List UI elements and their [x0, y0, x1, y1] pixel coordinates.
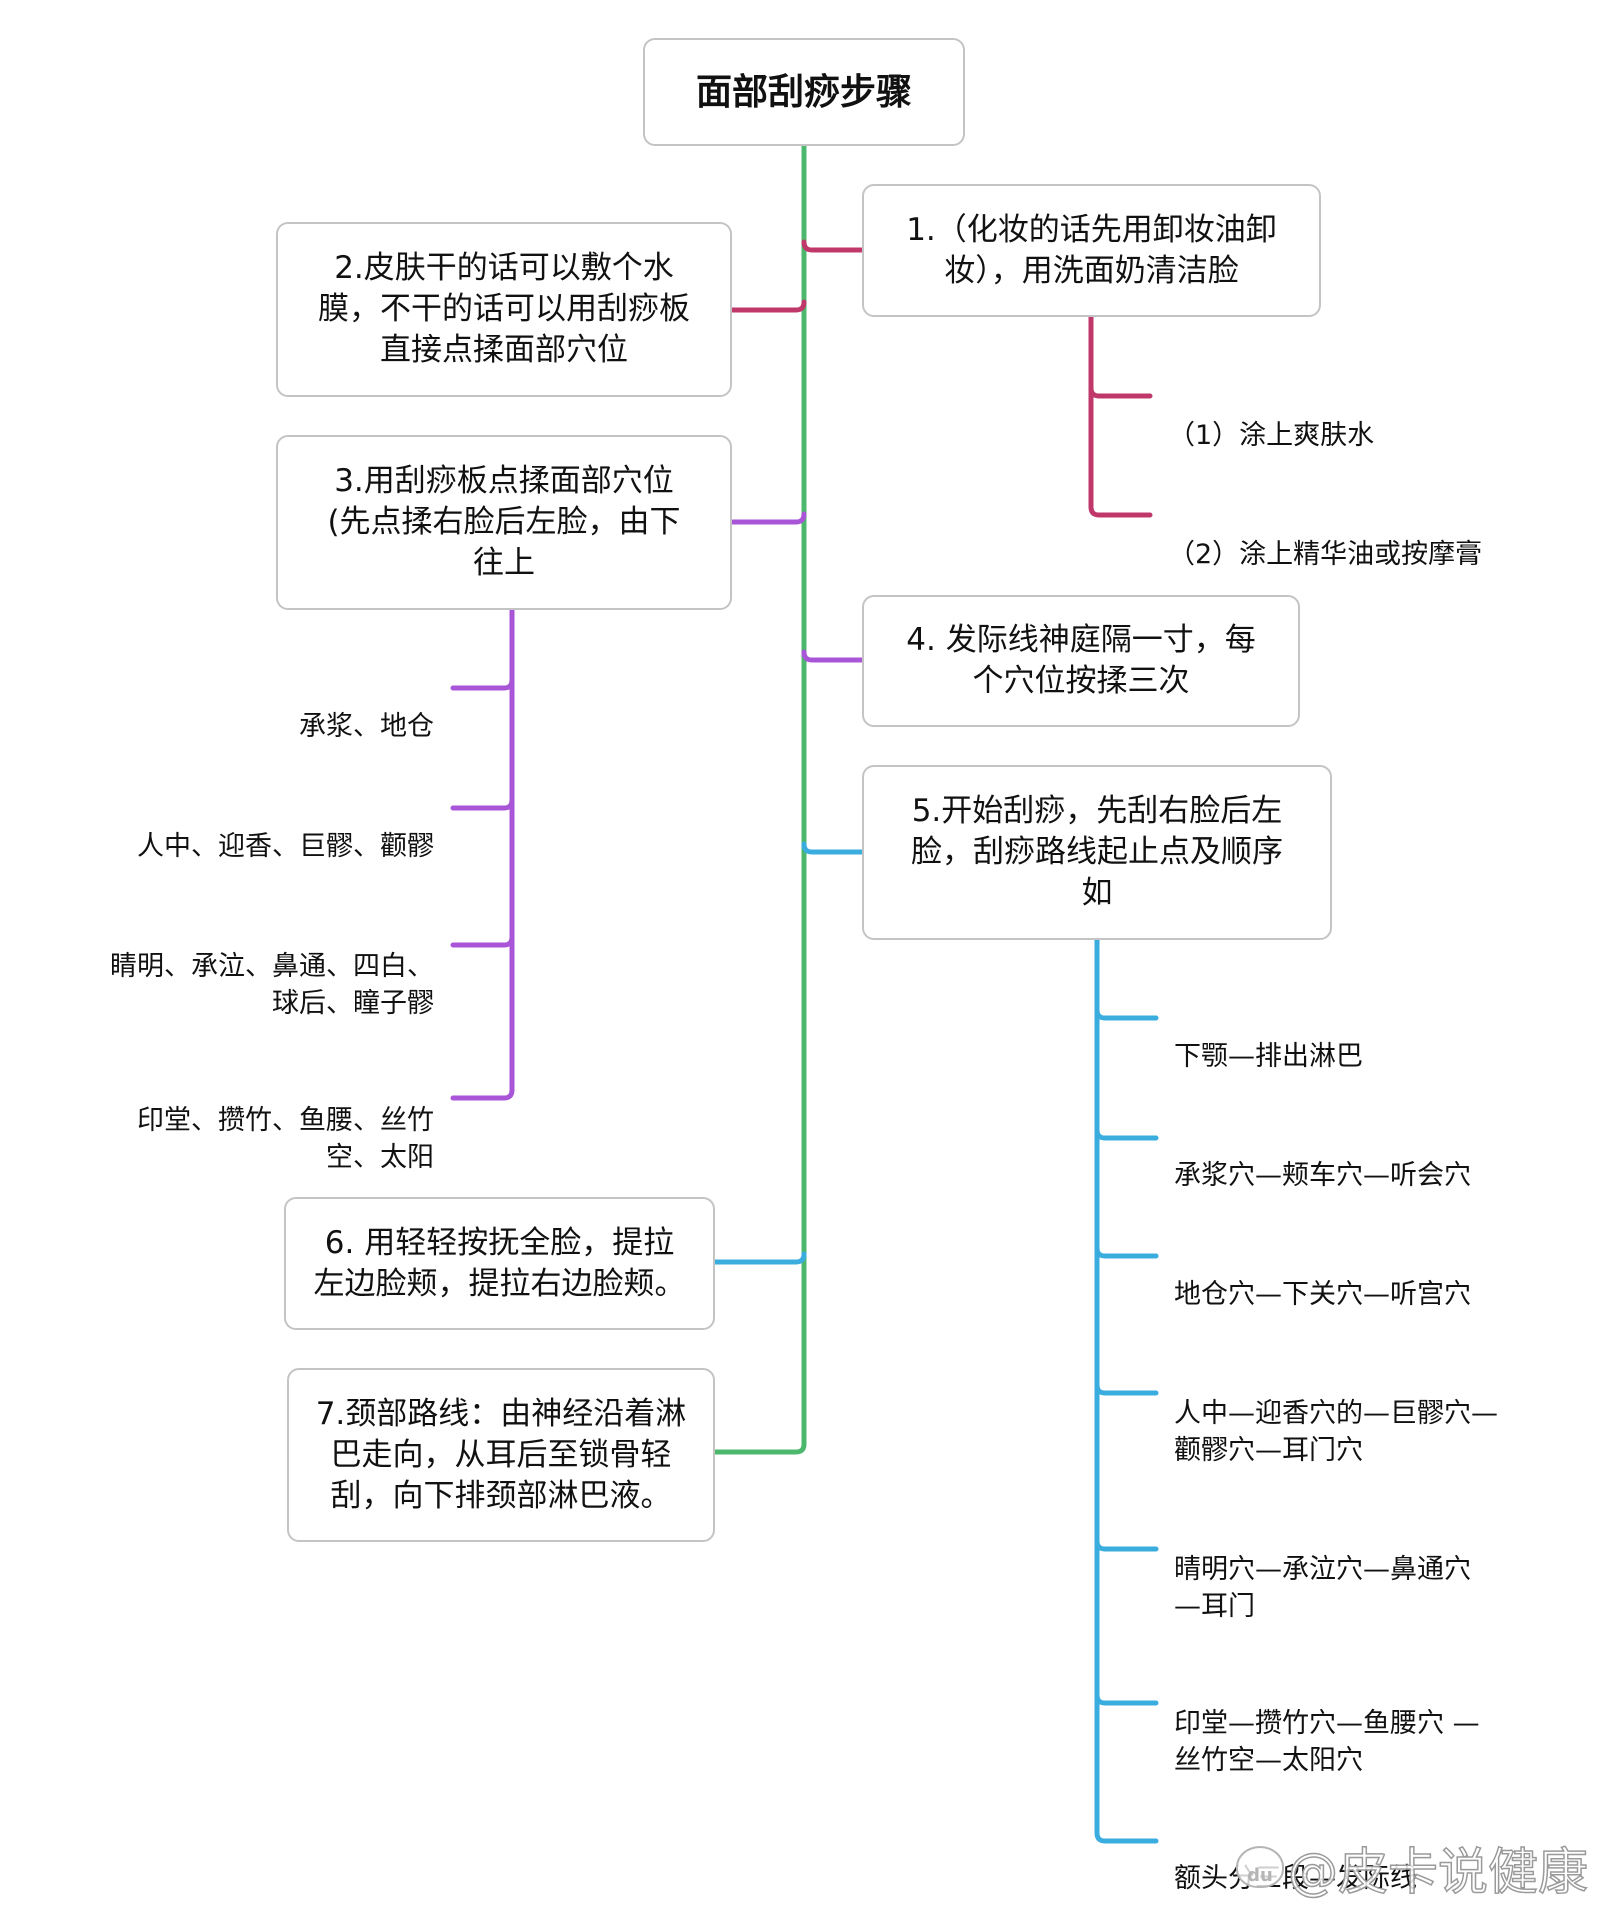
step-1-subitem[interactable]: （2）涂上精华油或按摩膏	[1168, 499, 1482, 573]
step-3-label: 3.用刮痧板点揉面部穴位 (先点揉右脸后左脸，由下 往上	[327, 463, 681, 581]
step-1-child-connector	[1088, 314, 1153, 518]
step-5-subitem-label: 额头分三段—发际线	[1174, 1863, 1417, 1894]
branch-step-1	[801, 239, 865, 253]
step-1-child-connector	[1088, 385, 1153, 399]
step-5-child-connector	[1094, 1382, 1159, 1396]
step-3-child-connector	[450, 797, 515, 811]
baidu-paw-logo-icon: du	[1236, 1846, 1284, 1888]
step-5-subitem-label: 地仓穴—下关穴—听宫穴	[1174, 1279, 1471, 1310]
watermark-logo-text: du	[1247, 1865, 1273, 1886]
step-7-label: 7.颈部路线：由神经沿着淋 巴走向，从耳后至锁骨轻 刮，向下排颈部淋巴液。	[315, 1395, 687, 1514]
branch-step-4	[801, 649, 865, 663]
step-5-subitem-label: 下颚—排出淋巴	[1174, 1041, 1363, 1072]
step-3-node[interactable]: 3.用刮痧板点揉面部穴位 (先点揉右脸后左脸，由下 往上	[276, 435, 732, 610]
step-5-child-connector	[1094, 1692, 1159, 1706]
step-5-subitem[interactable]: 承浆穴—颊车穴—听会穴	[1174, 1120, 1471, 1194]
step-5-child-connector	[1094, 1538, 1159, 1552]
branch-step-2	[729, 299, 807, 313]
step-5-subitem[interactable]: 地仓穴—下关穴—听宫穴	[1174, 1239, 1471, 1313]
step-5-child-connector	[1094, 1245, 1159, 1259]
step-5-subitem[interactable]: 下颚—排出淋巴	[1174, 1001, 1363, 1075]
step-3-subitem[interactable]: 承浆、地仓	[299, 671, 434, 745]
step-1-subitem-label: （1）涂上爽肤水	[1168, 420, 1375, 451]
step-3-subitem[interactable]: 睛明、承泣、鼻通、四白、 球后、瞳子髎	[110, 911, 434, 1022]
step-2-node[interactable]: 2.皮肤干的话可以敷个水 膜，不干的话可以用刮痧板 直接点揉面部穴位	[276, 222, 732, 397]
step-5-child-connector	[1094, 1007, 1159, 1021]
watermark: @皮卡说健康	[1287, 1832, 1589, 1904]
step-2-label: 2.皮肤干的话可以敷个水 膜，不干的话可以用刮痧板 直接点揉面部穴位	[318, 250, 690, 368]
step-1-subitem-label: （2）涂上精华油或按摩膏	[1168, 539, 1483, 570]
step-3-subitem[interactable]: 印堂、攒竹、鱼腰、丝竹 空、太阳	[137, 1065, 434, 1176]
step-6-node[interactable]: 6. 用轻轻按抚全脸，提拉 左边脸颊，提拉右边脸颊。	[284, 1197, 715, 1330]
step-5-subitem-label: 承浆穴—颊车穴—听会穴	[1174, 1160, 1471, 1191]
step-5-subitem-label: 人中—迎香穴的—巨髎穴— 颧髎穴—耳门穴	[1174, 1398, 1498, 1466]
branch-step-5	[801, 841, 865, 855]
step-3-subitem-label: 睛明、承泣、鼻通、四白、 球后、瞳子髎	[110, 951, 434, 1019]
step-3-child-connector	[450, 607, 515, 1101]
step-5-subitem[interactable]: 人中—迎香穴的—巨髎穴— 颧髎穴—耳门穴	[1174, 1358, 1498, 1469]
root-topic[interactable]: 面部刮痧步骤	[643, 38, 965, 146]
step-5-label: 5.开始刮痧，先刮右脸后左 脸，刮痧路线起止点及顺序 如	[911, 793, 1283, 911]
step-3-subitem-label: 承浆、地仓	[299, 711, 434, 742]
step-7-node[interactable]: 7.颈部路线：由神经沿着淋 巴走向，从耳后至锁骨轻 刮，向下排颈部淋巴液。	[287, 1368, 715, 1542]
branch-step-3	[729, 511, 807, 525]
step-5-subitem-label: 晴明穴—承泣穴—鼻通穴 —耳门	[1174, 1554, 1471, 1622]
step-6-label: 6. 用轻轻按抚全脸，提拉 左边脸颊，提拉右边脸颊。	[313, 1224, 686, 1302]
step-3-subitem-label: 人中、迎香、巨髎、颧髎	[137, 831, 434, 862]
step-3-child-connector	[450, 677, 515, 691]
step-1-label: 1.（化妆的话先用卸妆油卸 妆），用洗面奶清洁脸	[906, 211, 1277, 289]
step-5-subitem[interactable]: 印堂—攒竹穴—鱼腰穴 — 丝竹空—太阳穴	[1174, 1668, 1480, 1779]
step-3-subitem[interactable]: 人中、迎香、巨髎、颧髎	[137, 791, 434, 865]
root-topic-label: 面部刮痧步骤	[695, 71, 912, 113]
step-5-node[interactable]: 5.开始刮痧，先刮右脸后左 脸，刮痧路线起止点及顺序 如	[862, 765, 1332, 940]
step-1-subitem[interactable]: （1）涂上爽肤水	[1168, 380, 1374, 454]
step-3-child-connector	[450, 934, 515, 948]
trunk-line	[712, 143, 807, 1455]
step-3-subitem-label: 印堂、攒竹、鱼腰、丝竹 空、太阳	[137, 1105, 434, 1173]
step-5-subitem[interactable]: 晴明穴—承泣穴—鼻通穴 —耳门	[1174, 1514, 1471, 1625]
step-5-child-connector	[1094, 1127, 1159, 1141]
branch-step-6	[712, 1251, 807, 1265]
step-5-subitem[interactable]: 额头分三段—发际线	[1174, 1823, 1417, 1897]
step-1-node[interactable]: 1.（化妆的话先用卸妆油卸 妆），用洗面奶清洁脸	[862, 184, 1321, 317]
watermark-text: @皮卡说健康	[1287, 1842, 1589, 1902]
step-4-node[interactable]: 4. 发际线神庭隔一寸，每 个穴位按揉三次	[862, 595, 1300, 727]
step-5-subitem-label: 印堂—攒竹穴—鱼腰穴 — 丝竹空—太阳穴	[1174, 1708, 1480, 1776]
step-4-label: 4. 发际线神庭隔一寸，每 个穴位按揉三次	[906, 622, 1256, 699]
step-5-child-connector	[1094, 937, 1159, 1844]
